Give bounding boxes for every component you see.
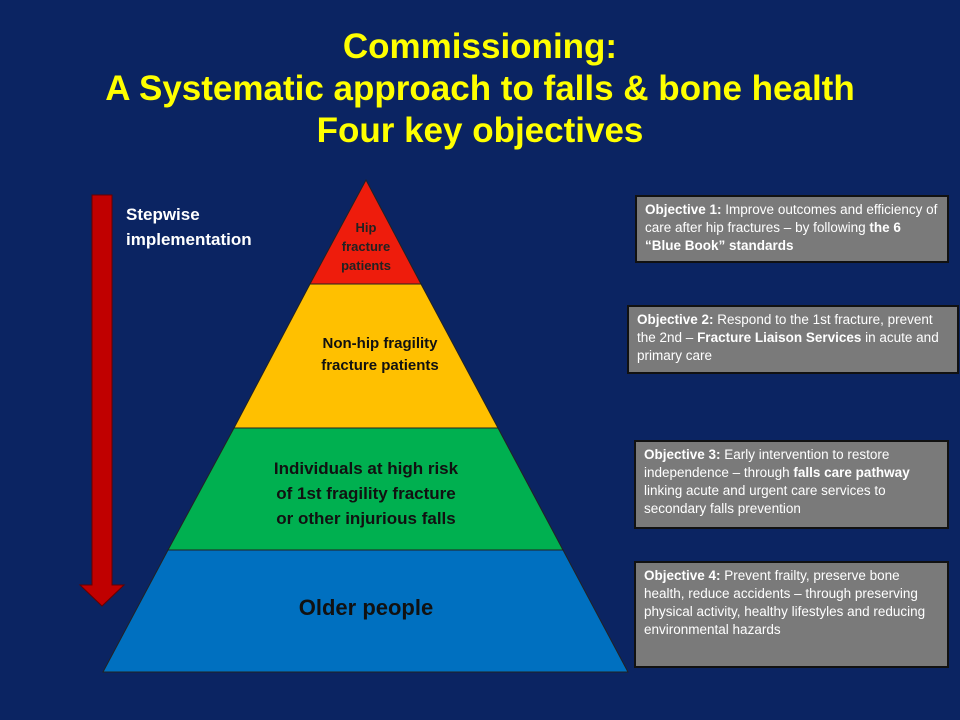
stepwise-line-2: implementation <box>126 230 252 249</box>
label-highrisk: Individuals at high risk of 1st fragilit… <box>226 456 506 531</box>
objective-4-box: Objective 4: Prevent frailty, preserve b… <box>634 561 949 668</box>
label-line: Individuals at high risk <box>273 459 459 478</box>
label-line: of 1st fragility fracture <box>276 484 456 503</box>
objective-bold-text: Objective 1: <box>645 202 726 217</box>
label-line: Older people <box>298 595 434 620</box>
label-line: patients <box>341 258 391 273</box>
objective-bold-text: Objective 3: <box>644 447 725 462</box>
label-nonhip: Non-hip fragility fracture patients <box>290 333 470 377</box>
objective-text: Prevent frailty, preserve bone health, r… <box>644 568 926 637</box>
stepwise-label: Stepwise implementation <box>126 202 252 252</box>
objective-2-box: Objective 2: Respond to the 1st fracture… <box>627 305 959 374</box>
objective-3-box: Objective 3: Early intervention to resto… <box>634 440 949 529</box>
slide-title: Commissioning: A Systematic approach to … <box>0 26 960 152</box>
title-line-2: A Systematic approach to falls & bone he… <box>105 69 855 108</box>
objective-bold-text: Fracture Liaison Services <box>697 330 862 345</box>
label-line: fracture <box>341 239 391 254</box>
title-line-3: Four key objectives <box>316 111 644 150</box>
objective-bold-text: Objective 4: <box>644 568 725 583</box>
label-line: Hip <box>355 220 377 235</box>
objective-text: in acute and primary care <box>637 330 939 363</box>
title-line-1: Commissioning: <box>342 27 618 66</box>
label-hip: Hip fracture patients <box>316 218 416 275</box>
objective-text: Early intervention to restore independen… <box>644 447 890 480</box>
stepwise-arrow <box>78 194 126 607</box>
objective-1-box: Objective 1: Improve outcomes and effici… <box>635 195 949 263</box>
label-line: Non-hip fragility <box>322 335 438 352</box>
label-line: fracture patients <box>321 357 439 374</box>
objective-text: linking acute and urgent care services t… <box>644 483 886 516</box>
label-line: or other injurious falls <box>276 509 456 528</box>
pyramid-level-older <box>102 549 629 673</box>
objective-bold-text: Objective 2: <box>637 312 718 327</box>
label-older: Older people <box>226 594 506 622</box>
objective-bold-text: the 6 “Blue Book” standards <box>645 220 901 253</box>
objective-bold-text: falls care pathway <box>793 465 910 480</box>
objective-text: Respond to the 1st fracture, prevent the… <box>637 312 933 345</box>
stepwise-line-1: Stepwise <box>126 205 200 224</box>
objective-text: Improve outcomes and efficiency of care … <box>645 202 938 235</box>
